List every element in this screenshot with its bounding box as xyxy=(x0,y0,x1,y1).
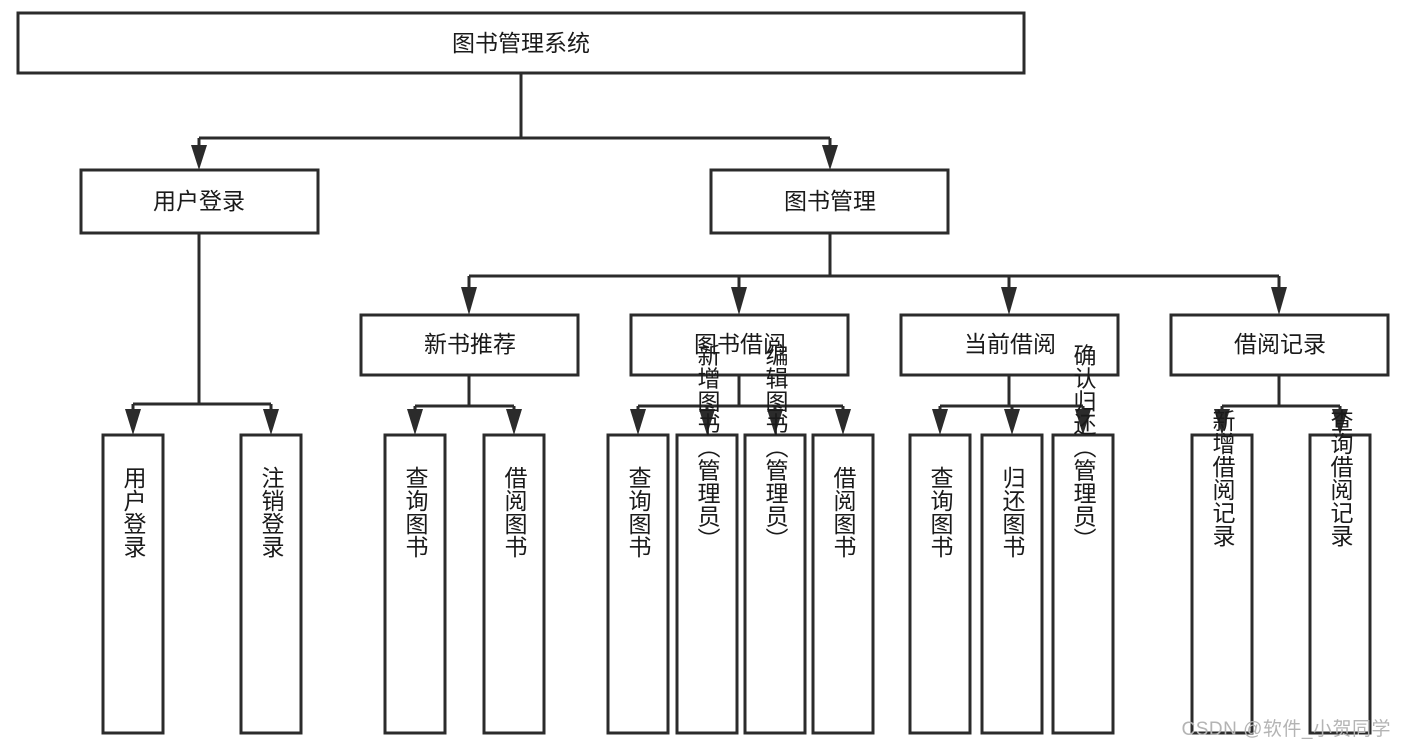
node-label-borrow-records: 借阅记录 xyxy=(1234,331,1326,357)
connector-group-user-login xyxy=(125,233,279,435)
node-leaf-confirm-return-admin[interactable]: 确认归还（管理员） xyxy=(1051,344,1115,735)
node-label-leaf-query-borrow-record: 查询借阅记录 xyxy=(1327,409,1354,547)
node-leaf-add-borrow-record[interactable]: 新增借阅记录 xyxy=(1190,409,1254,735)
node-label-leaf-edit-book-admin: 编辑图书（管理员） xyxy=(762,344,789,551)
node-box-leaf-confirm-return-admin[interactable] xyxy=(1051,433,1115,735)
node-leaf-add-book-admin[interactable]: 新增图书（管理员） xyxy=(675,344,739,735)
node-box-book-management[interactable] xyxy=(709,168,950,235)
node-new-book-recommend[interactable]: 新书推荐 xyxy=(359,313,580,377)
arrow-head-leaf-logout xyxy=(263,409,279,435)
node-leaf-logout[interactable]: 注销登录 xyxy=(239,433,303,735)
node-box-new-book-recommend[interactable] xyxy=(359,313,580,377)
arrow-head-leaf-add-borrow-record xyxy=(1214,409,1230,435)
arrow-head-leaf-query-book-recommend xyxy=(407,409,423,435)
arrow-head-leaf-confirm-return-admin xyxy=(1075,409,1091,435)
arrow-head-leaf-return-book xyxy=(1004,409,1020,435)
node-label-leaf-borrow-book: 借阅图书 xyxy=(830,466,857,558)
node-label-leaf-confirm-return-admin: 确认归还（管理员） xyxy=(1070,344,1097,551)
node-box-root[interactable] xyxy=(16,11,1026,75)
node-box-leaf-user-login[interactable] xyxy=(101,433,165,735)
node-label-leaf-logout: 注销登录 xyxy=(258,466,285,558)
node-leaf-return-book[interactable]: 归还图书 xyxy=(980,433,1044,735)
node-box-leaf-query-book-current[interactable] xyxy=(908,433,972,735)
node-leaf-borrow-book-recommend[interactable]: 借阅图书 xyxy=(482,433,546,735)
arrow-head-leaf-user-login xyxy=(125,409,141,435)
connector-group-book-borrow xyxy=(630,375,851,435)
node-box-leaf-return-book[interactable] xyxy=(980,433,1044,735)
node-leaf-query-book-recommend[interactable]: 查询图书 xyxy=(383,433,447,735)
connector-group-borrow-records xyxy=(1214,375,1348,435)
arrow-head-leaf-query-book-borrow xyxy=(630,409,646,435)
arrow-head-new-book-recommend xyxy=(461,287,477,315)
node-box-user-login[interactable] xyxy=(79,168,320,235)
arrow-head-leaf-add-book-admin xyxy=(699,409,715,435)
node-box-borrow-records[interactable] xyxy=(1169,313,1390,377)
arrow-head-user-login xyxy=(191,145,207,170)
node-label-new-book-recommend: 新书推荐 xyxy=(424,331,516,357)
arrow-head-leaf-borrow-book xyxy=(835,409,851,435)
node-leaf-edit-book-admin[interactable]: 编辑图书（管理员） xyxy=(743,344,807,735)
node-user-login[interactable]: 用户登录 xyxy=(79,168,320,235)
arrow-head-book-management xyxy=(822,145,838,170)
node-label-book-management: 图书管理 xyxy=(784,188,876,214)
node-label-leaf-query-book-recommend: 查询图书 xyxy=(402,466,429,558)
node-leaf-query-borrow-record[interactable]: 查询借阅记录 xyxy=(1308,409,1372,735)
node-label-root: 图书管理系统 xyxy=(452,30,590,56)
arrow-head-leaf-query-book-current xyxy=(932,409,948,435)
csdn-watermark: CSDN @软件_小贺同学 xyxy=(1181,719,1391,740)
connector-group-new-book-recommend xyxy=(407,375,522,435)
connector-group-current-borrow xyxy=(932,375,1091,435)
node-box-leaf-borrow-book-recommend[interactable] xyxy=(482,433,546,735)
node-current-borrow[interactable]: 当前借阅 xyxy=(899,313,1120,377)
node-label-leaf-borrow-book-recommend: 借阅图书 xyxy=(501,466,528,558)
node-label-current-borrow: 当前借阅 xyxy=(964,331,1056,357)
arrow-head-leaf-edit-book-admin xyxy=(767,409,783,435)
node-box-leaf-query-borrow-record[interactable] xyxy=(1308,433,1372,735)
node-label-leaf-add-borrow-record: 新增借阅记录 xyxy=(1209,409,1236,547)
node-box-leaf-add-borrow-record[interactable] xyxy=(1190,433,1254,735)
arrow-head-current-borrow xyxy=(1001,287,1017,315)
node-box-leaf-edit-book-admin[interactable] xyxy=(743,433,807,735)
arrow-head-leaf-query-borrow-record xyxy=(1332,409,1348,435)
node-book-management[interactable]: 图书管理 xyxy=(709,168,950,235)
arrow-head-leaf-borrow-book-recommend xyxy=(506,409,522,435)
node-label-leaf-return-book: 归还图书 xyxy=(999,466,1026,558)
node-box-leaf-query-book-recommend[interactable] xyxy=(383,433,447,735)
node-leaf-borrow-book[interactable]: 借阅图书 xyxy=(811,433,875,735)
arrow-head-borrow-records xyxy=(1271,287,1287,315)
node-root-book-management-system[interactable]: 图书管理系统 xyxy=(16,11,1026,75)
node-box-leaf-borrow-book[interactable] xyxy=(811,433,875,735)
node-label-leaf-user-login: 用户登录 xyxy=(120,466,147,558)
node-leaf-query-book-current[interactable]: 查询图书 xyxy=(908,433,972,735)
node-leaf-query-book-borrow[interactable]: 查询图书 xyxy=(606,433,670,735)
node-book-borrow[interactable]: 图书借阅 xyxy=(629,313,850,377)
node-box-leaf-query-book-borrow[interactable] xyxy=(606,433,670,735)
node-box-leaf-add-book-admin[interactable] xyxy=(675,433,739,735)
node-label-leaf-query-book-borrow: 查询图书 xyxy=(625,466,652,558)
node-leaf-user-login[interactable]: 用户登录 xyxy=(101,433,165,735)
node-borrow-records[interactable]: 借阅记录 xyxy=(1169,313,1390,377)
connector-group-root xyxy=(191,73,838,170)
node-label-leaf-add-book-admin: 新增图书（管理员） xyxy=(694,344,721,551)
node-box-book-borrow[interactable] xyxy=(629,313,850,377)
node-box-leaf-logout[interactable] xyxy=(239,433,303,735)
connector-group-book-management xyxy=(461,233,1287,315)
node-label-user-login: 用户登录 xyxy=(153,188,245,214)
arrow-head-book-borrow xyxy=(731,287,747,315)
node-label-book-borrow: 图书借阅 xyxy=(694,331,786,357)
node-box-current-borrow[interactable] xyxy=(899,313,1120,377)
node-label-leaf-query-book-current: 查询图书 xyxy=(927,466,954,558)
